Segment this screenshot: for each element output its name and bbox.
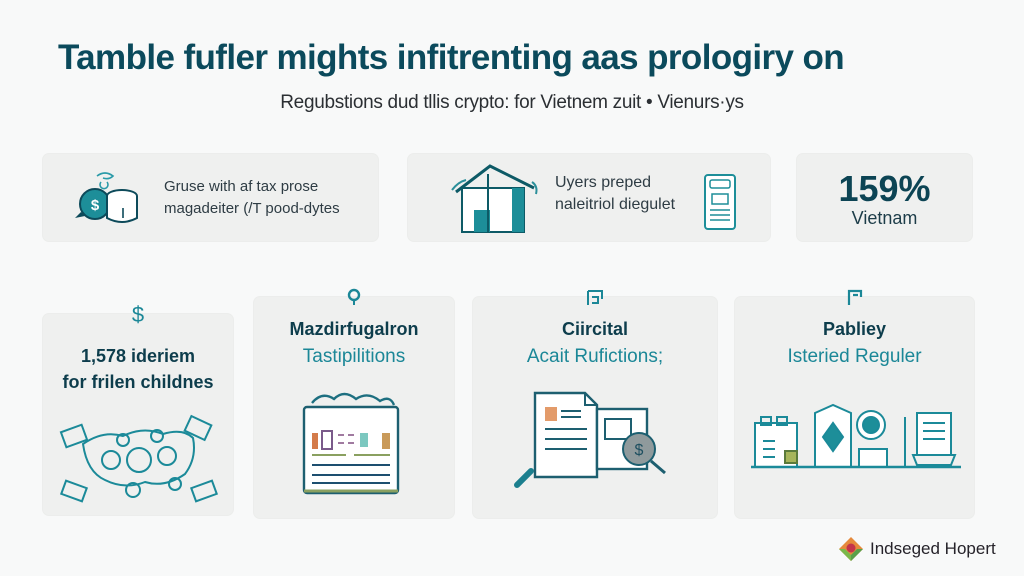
feature-card-3: Ciircital Acait Rufictions; $	[472, 290, 718, 519]
diamond-logo-icon	[839, 537, 863, 561]
brand-name: Indseged Hopert	[870, 539, 996, 558]
page-subtitle: Regubstions dud tllis crypto: for Vietne…	[280, 92, 744, 113]
phone-device-icon	[704, 174, 736, 235]
stat-card-vietnam: 159% Vietnam	[796, 153, 973, 242]
feature-title: Mazdirfugalron	[289, 319, 419, 339]
feature-subtitle: Isteried Reguler	[787, 346, 922, 367]
info-card-text: Gruse with af tax prose magadeiter (/T p…	[164, 176, 340, 220]
feature-title: Pabliey	[822, 319, 887, 339]
bulb-pin-icon	[346, 288, 362, 311]
document-box-icon	[302, 387, 402, 504]
dollar-sign-icon: $	[130, 302, 146, 331]
info-line-1: Gruse with af tax prose	[164, 178, 319, 195]
info-line-2: magadeiter (/T pood-dytes	[164, 200, 340, 217]
regulation-buildings-icon	[749, 393, 963, 478]
feature-title: 1,578 ideriem	[80, 346, 196, 366]
bracket-icon	[586, 289, 604, 312]
feature-subtitle: for frilen childnes	[62, 372, 214, 392]
feature-subtitle: Acait Rufictions;	[526, 346, 664, 367]
money-bubble-jar-icon: $	[67, 166, 147, 237]
info-line-1: Uyers preped	[555, 174, 652, 191]
info-card-text: Uyers preped naleitriol diegulet	[555, 172, 675, 216]
feature-title: Ciircital	[561, 319, 629, 339]
feature-card-2: Mazdirfugalron Tastipilitions	[253, 288, 455, 519]
feature-subtitle: Tastipilitions	[302, 346, 406, 367]
network-nodes-icon	[57, 414, 221, 515]
house-icon	[448, 158, 548, 243]
info-card-users: Uyers preped naleitriol diegulet	[407, 153, 771, 242]
info-card-tax: $ Gruse with af tax prose magadeiter (/T…	[42, 153, 379, 242]
flag-bracket-icon	[846, 289, 864, 312]
feature-card-1: $ 1,578 ideriem for frilen childnes	[42, 302, 234, 516]
info-line-2: naleitriol diegulet	[555, 196, 676, 213]
page-title: Tamble fufler mights infitrenting aas pr…	[58, 38, 845, 77]
feature-card-4: Pabliey Isteried Reguler	[734, 289, 975, 519]
stat-value: 159%	[838, 168, 931, 209]
svg-text:$: $	[132, 302, 144, 326]
brand-logo: Indseged Hopert	[838, 536, 996, 562]
stat-label: Vietnam	[851, 208, 918, 228]
svg-text:$: $	[91, 197, 100, 214]
documents-magnifier-icon: $	[513, 389, 673, 494]
svg-text:$: $	[635, 442, 644, 459]
